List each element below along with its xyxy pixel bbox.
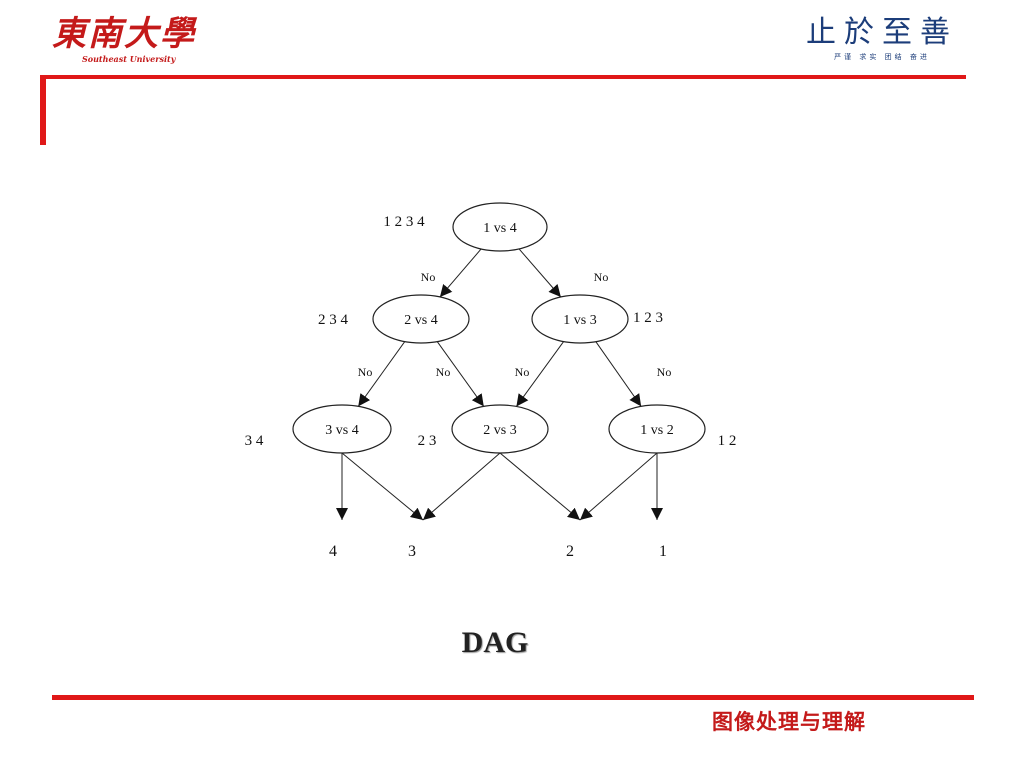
motto-subtitle: 严谨 求实 团结 奋进	[834, 53, 930, 61]
edge-n14-n24	[439, 248, 482, 298]
edge-label: No	[358, 365, 373, 379]
node-ellipse	[608, 404, 706, 454]
candidate-set-label: 3 4	[245, 433, 264, 449]
course-title: 图像处理与理解	[712, 710, 866, 734]
footer-divider	[52, 695, 974, 700]
edge-label: No	[657, 365, 672, 379]
header-divider	[40, 75, 966, 79]
edge-n23-c3	[422, 452, 501, 521]
node-label: 1 vs 2	[640, 423, 673, 438]
edge-n12-c2	[579, 452, 658, 521]
decision-node-n34: 3 vs 4 3 4	[245, 404, 392, 454]
decision-node-n23: 2 vs 3 2 3	[418, 404, 549, 454]
node-label: 3 vs 4	[325, 423, 358, 438]
edge-n14-n13	[518, 248, 562, 298]
header-side-bar	[40, 75, 46, 145]
node-label: 1 vs 3	[563, 313, 596, 328]
candidate-set-label: 1 2 3 4	[383, 214, 425, 230]
class-leaf-c4: 4	[329, 543, 337, 560]
class-leaf-c1: 1	[659, 543, 667, 560]
candidate-set-label: 1 2	[718, 433, 737, 449]
node-label: 1 vs 4	[483, 221, 516, 236]
diagram-caption: DAG	[461, 626, 529, 659]
nodes-layer: 1 vs 4 1 2 3 4 2 vs 4 2 3 4 1 vs 3 1 2 3 3 vs …	[245, 202, 737, 560]
edge-n13-n12	[595, 341, 642, 407]
node-ellipse	[452, 202, 548, 252]
edge-label: No	[515, 365, 530, 379]
node-ellipse	[451, 404, 549, 454]
edge-n24-n23	[436, 341, 485, 407]
candidate-set-label: 2 3	[418, 433, 437, 449]
logo-chinese-name: 東南大學	[52, 14, 196, 54]
node-label: 2 vs 3	[483, 423, 516, 438]
candidate-set-label: 2 3 4	[318, 312, 349, 328]
edge-n24-n34	[357, 341, 406, 407]
class-leaf-c3: 3	[408, 543, 416, 560]
node-ellipse	[531, 294, 629, 344]
motto-logo: 止於至善 严谨 求实 团结 奋进	[792, 14, 972, 62]
node-ellipse	[292, 404, 392, 454]
edge-label: No	[421, 270, 436, 284]
edge-n34-c3	[341, 452, 424, 521]
decision-node-n13: 1 vs 3 1 2 3	[531, 294, 663, 344]
edge-label: No	[436, 365, 451, 379]
edge-n23-c2	[499, 452, 581, 521]
edge-n13-n23	[515, 341, 565, 407]
node-label: 2 vs 4	[404, 313, 437, 328]
decision-node-n14: 1 vs 4 1 2 3 4	[383, 202, 548, 252]
candidate-set-label: 1 2 3	[633, 310, 663, 326]
university-logo: 東南大學 Southeast University	[52, 14, 222, 74]
class-leaf-c2: 2	[566, 543, 574, 560]
decision-node-n12: 1 vs 2 1 2	[608, 404, 737, 454]
edge-label: No	[594, 270, 609, 284]
node-ellipse	[372, 294, 470, 344]
decision-node-n24: 2 vs 4 2 3 4	[318, 294, 470, 344]
logo-english-name: Southeast University	[82, 54, 176, 64]
motto-text: 止於至善	[806, 15, 958, 50]
